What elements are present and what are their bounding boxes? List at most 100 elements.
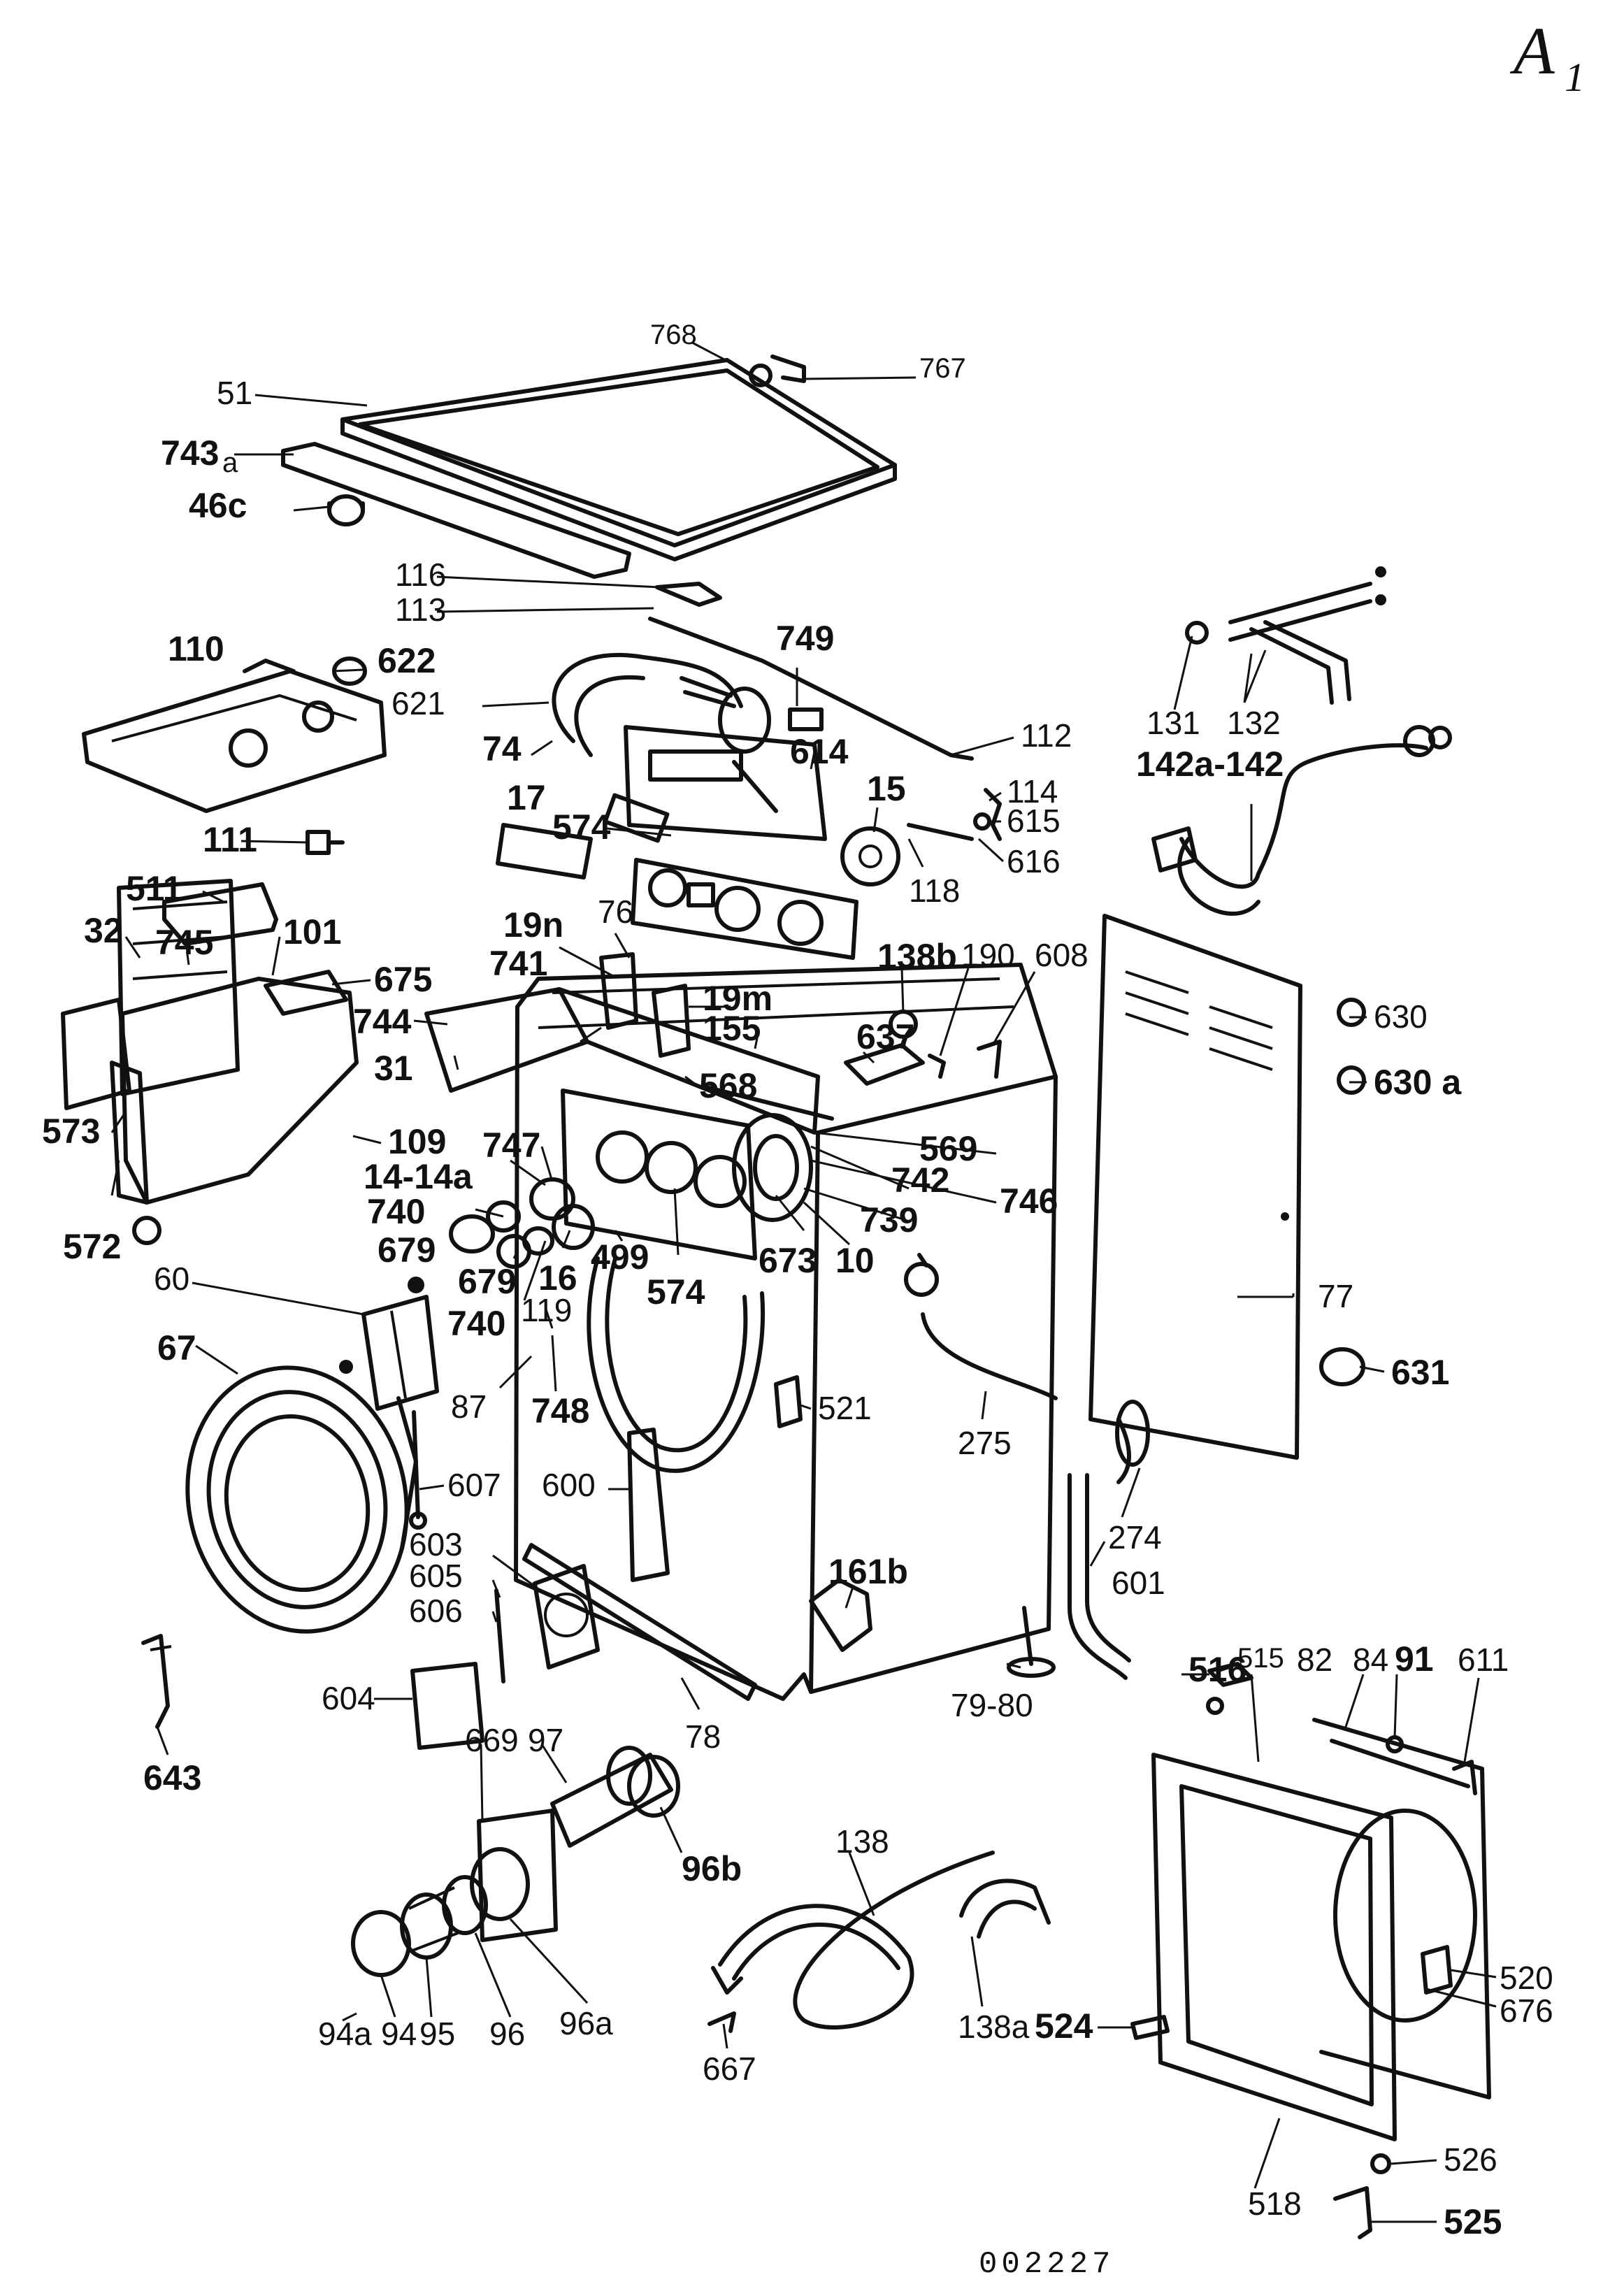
cabinet (514, 963, 1058, 1701)
label-138b: 138b (877, 937, 957, 976)
label-74: 74 (482, 729, 522, 768)
label-32: 32 (84, 911, 123, 950)
inlet-hose-142 (1151, 725, 1452, 916)
label-15: 15 (867, 769, 906, 808)
label-607: 607 (447, 1467, 501, 1503)
hose-275 (921, 1312, 1058, 1400)
label-515: 515 (1237, 1643, 1284, 1674)
plate-749 (788, 708, 824, 731)
label-10: 10 (835, 1241, 875, 1280)
label-95: 95 (419, 2016, 455, 2052)
label-155: 155 (703, 1009, 761, 1048)
back-panel-77 (1088, 914, 1302, 1460)
label-630: 630 (1374, 998, 1428, 1035)
label-94: 94 (381, 2016, 417, 2052)
label-630a: 630 a (1374, 1063, 1462, 1102)
label-521: 521 (818, 1390, 872, 1426)
label-94a: 94a (318, 2016, 372, 2052)
bracket-767 (749, 354, 806, 387)
label-601: 601 (1112, 1565, 1165, 1601)
drawer-housing-109 (110, 977, 359, 1245)
label-138a: 138a (958, 2009, 1030, 2045)
label-77: 77 (1318, 1278, 1353, 1314)
label-667: 667 (703, 2050, 756, 2087)
label-97: 97 (528, 1722, 563, 1758)
label-743a: 743 (161, 433, 219, 473)
foot-79-80 (1007, 1606, 1056, 1678)
label-746: 746 (1000, 1181, 1058, 1221)
control-panel (624, 725, 827, 841)
label-87: 87 (451, 1388, 487, 1425)
label-622: 622 (378, 641, 436, 680)
label-520: 520 (1500, 1960, 1553, 1996)
label-84: 84 (1353, 1642, 1388, 1678)
label-745: 745 (155, 923, 213, 962)
label-740-b: 740 (447, 1304, 505, 1343)
bracket-603 (533, 1564, 600, 1669)
label-526: 526 (1444, 2141, 1497, 2178)
label-739: 739 (860, 1200, 918, 1240)
sheet-id: A (1509, 13, 1555, 88)
label-637: 637 (856, 1017, 914, 1056)
label-604: 604 (322, 1680, 375, 1716)
label-114: 114 (1007, 773, 1058, 810)
label-60: 60 (154, 1260, 189, 1297)
pump-assembly-97 (477, 1746, 680, 1942)
label-118: 118 (909, 872, 960, 909)
label-605: 605 (409, 1558, 463, 1594)
fascia-574 (631, 858, 858, 960)
label-79-80: 79-80 (951, 1687, 1033, 1723)
label-614: 614 (790, 732, 849, 771)
drawing-number: 002227 (979, 2247, 1114, 2282)
plinth-78 (522, 1543, 757, 1701)
label-606: 606 (409, 1593, 463, 1629)
label-768: 768 (650, 319, 697, 350)
label-741: 741 (489, 944, 547, 983)
label-190: 190 (961, 937, 1015, 973)
label-676: 676 (1500, 1992, 1553, 2029)
hinge-60 (339, 1277, 439, 1411)
label-511: 511 (126, 869, 182, 908)
label-119: 119 (521, 1292, 572, 1328)
label-67: 67 (157, 1328, 196, 1367)
label-748: 748 (531, 1391, 589, 1430)
label-46c: 46c (189, 486, 247, 525)
label-516: 516 (1188, 1650, 1246, 1689)
leader-lines (110, 341, 1497, 2223)
top-lid (340, 358, 897, 561)
dispenser-top-110 (82, 659, 387, 813)
label-767: 767 (919, 353, 966, 384)
label-112: 112 (1021, 717, 1072, 754)
label-574-top: 574 (552, 807, 611, 847)
sheet-id-sub: 1 (1565, 55, 1585, 100)
label-275: 275 (958, 1425, 1012, 1461)
label-76: 76 (598, 893, 633, 930)
label-675: 675 (374, 960, 432, 999)
label-91: 91 (1395, 1639, 1434, 1679)
label-16: 16 (538, 1258, 577, 1298)
label-14: 14-14a (364, 1157, 473, 1196)
label-747: 747 (482, 1126, 540, 1165)
label-743a-sub: a (222, 447, 238, 478)
part-labels: 768 767 51 743 a 46c 116 113 749 110 622… (42, 319, 1553, 2241)
hose-74 (552, 652, 743, 743)
label-131: 131 (1147, 705, 1200, 741)
label-611: 611 (1458, 1642, 1509, 1678)
label-109: 109 (388, 1122, 446, 1161)
label-116: 116 (395, 556, 446, 593)
label-574-bottom: 574 (647, 1272, 705, 1312)
cap-46c (327, 494, 365, 526)
hose-138 (718, 1851, 995, 2030)
label-615: 615 (1007, 803, 1061, 839)
label-111: 111 (203, 820, 257, 859)
label-499: 499 (591, 1237, 649, 1277)
label-161b: 161b (828, 1552, 908, 1591)
label-740-a: 740 (367, 1192, 425, 1231)
pump-parts (351, 1847, 530, 1977)
label-17: 17 (507, 778, 546, 817)
label-600: 600 (542, 1467, 596, 1503)
top-strip (281, 442, 631, 579)
label-19n: 19n (503, 905, 563, 945)
label-17 (496, 823, 593, 879)
